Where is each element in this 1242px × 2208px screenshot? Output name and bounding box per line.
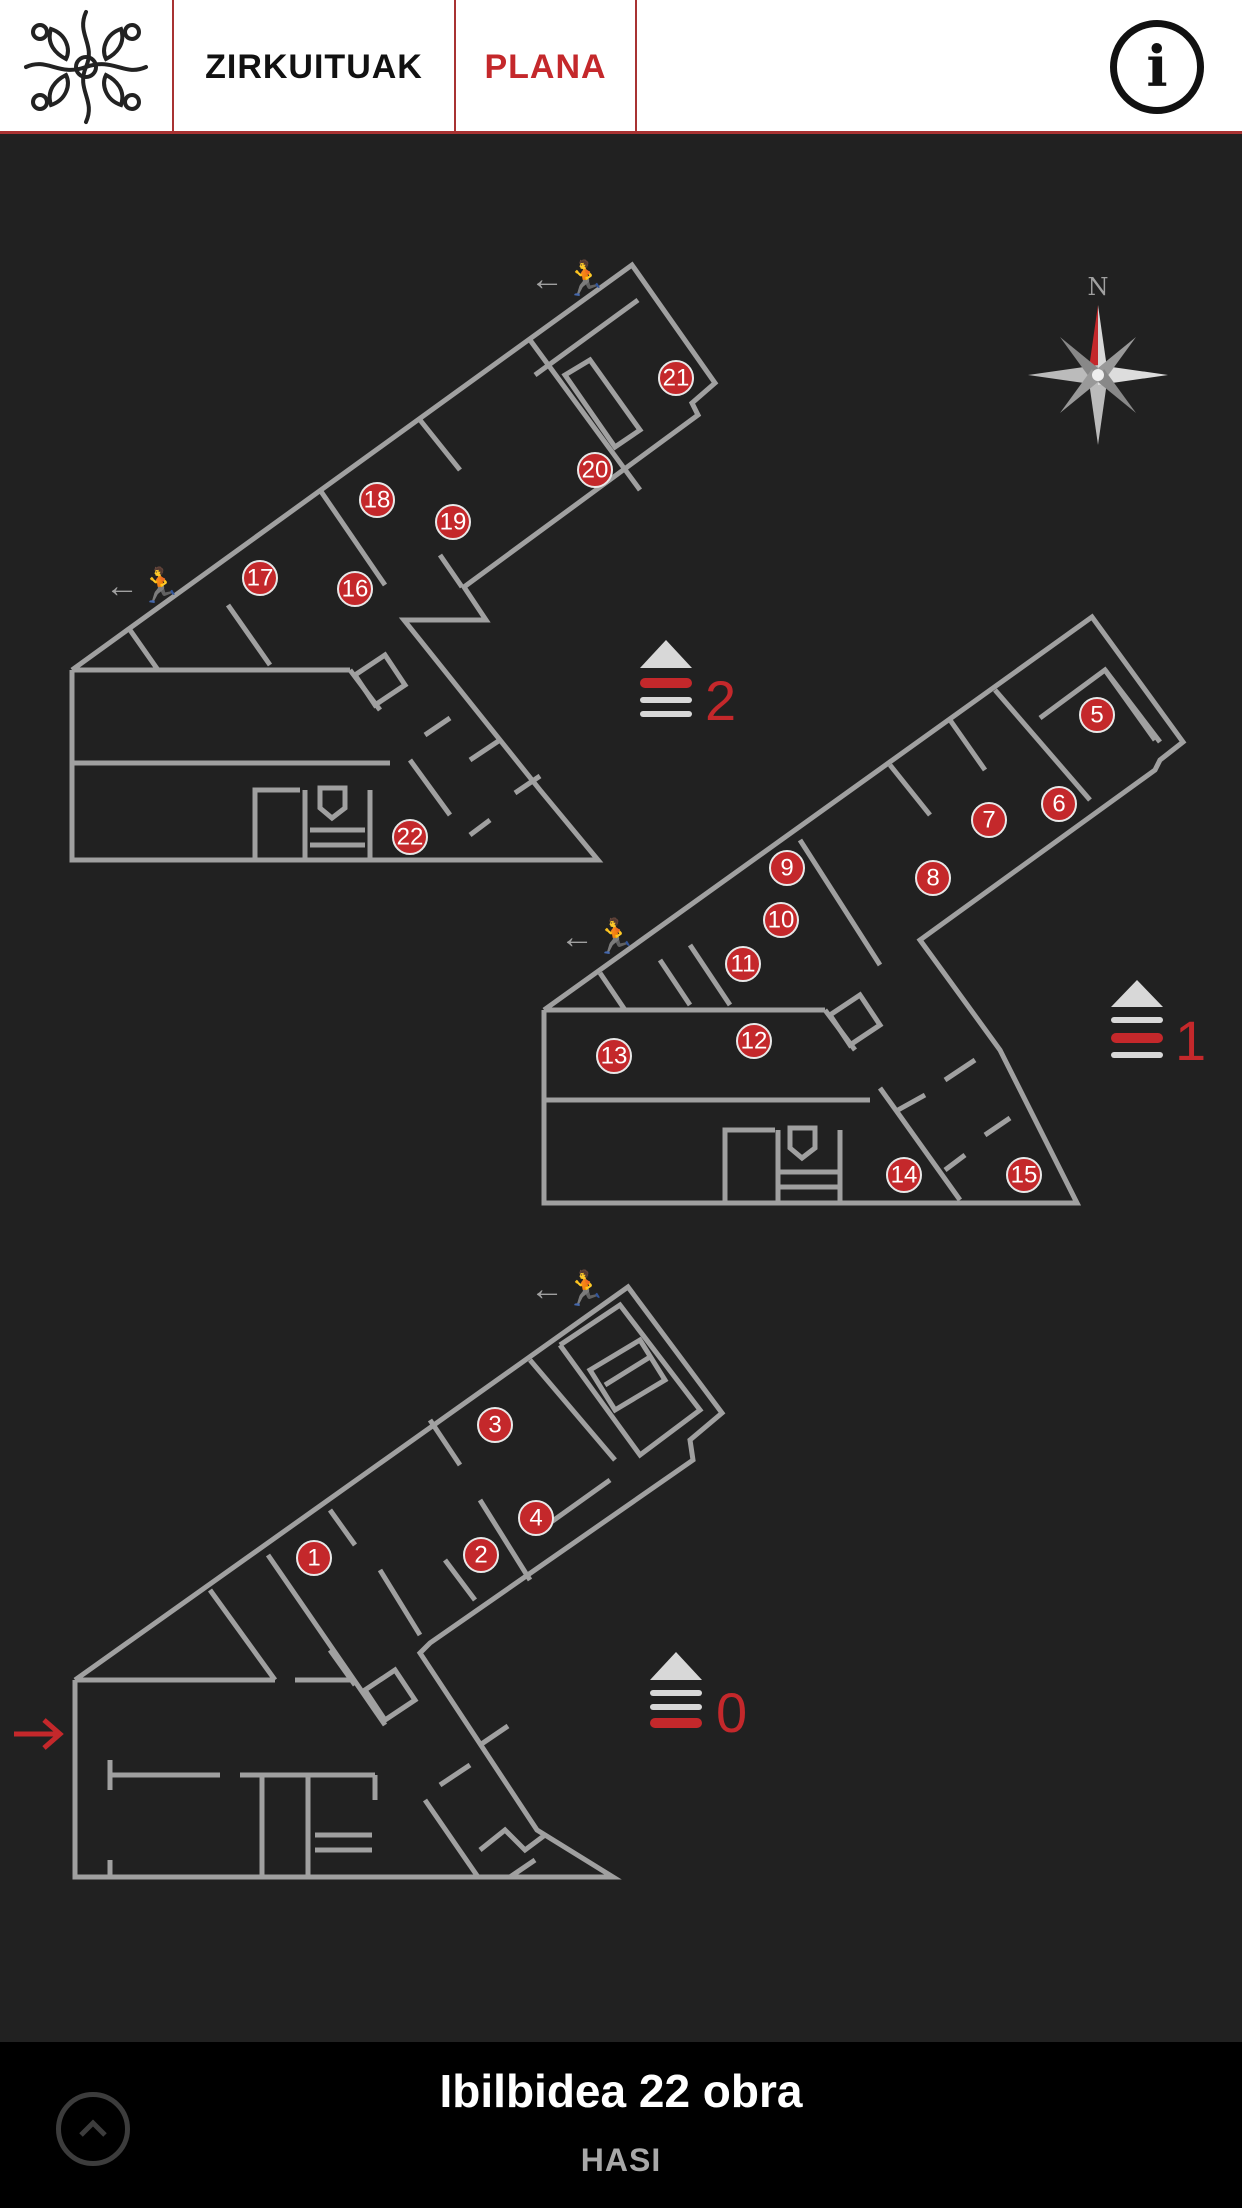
expand-button[interactable]	[56, 2092, 130, 2166]
entrance-arrow-icon	[14, 1718, 64, 1750]
svg-text:19: 19	[440, 509, 467, 536]
artwork-marker[interactable]: 18	[359, 482, 395, 518]
svg-text:22: 22	[397, 824, 424, 851]
artwork-marker[interactable]: 7	[971, 802, 1007, 838]
svg-text:12: 12	[741, 1028, 768, 1055]
floor-2-plan: 2 ←🏃 ←🏃	[69, 259, 736, 863]
logo[interactable]	[0, 0, 174, 134]
artwork-marker[interactable]: 17	[242, 560, 278, 596]
svg-text:13: 13	[601, 1043, 628, 1070]
svg-text:4: 4	[529, 1505, 542, 1532]
svg-text:9: 9	[780, 855, 793, 882]
artwork-marker[interactable]: 15	[1006, 1157, 1042, 1193]
svg-text:7: 7	[982, 807, 995, 834]
svg-text:17: 17	[247, 565, 274, 592]
svg-text:15: 15	[1011, 1162, 1038, 1189]
svg-text:2: 2	[474, 1542, 487, 1569]
floor-2-level-icon	[640, 640, 692, 717]
svg-text:11: 11	[731, 951, 756, 978]
tab-circuits[interactable]: ZIRKUITUAK	[174, 0, 456, 134]
compass-rose-icon: N	[1028, 273, 1168, 445]
floor-0-level-icon	[650, 1652, 702, 1728]
svg-text:8: 8	[926, 865, 939, 892]
artwork-marker[interactable]: 9	[769, 850, 805, 886]
floor-1-plan: 1 ←🏃	[541, 613, 1206, 1206]
svg-text:18: 18	[364, 487, 391, 514]
artwork-marker[interactable]: 13	[596, 1038, 632, 1074]
exit-icon: ←🏃	[530, 1269, 606, 1308]
chevron-up-icon	[79, 2119, 107, 2137]
artwork-marker[interactable]: 11	[725, 946, 761, 982]
artwork-marker[interactable]: 20	[577, 452, 613, 488]
start-button[interactable]: HASI	[580, 2142, 662, 2178]
floor-1-level-icon	[1111, 980, 1163, 1058]
svg-text:3: 3	[488, 1412, 501, 1439]
artwork-marker[interactable]: 1	[296, 1540, 332, 1576]
artwork-marker[interactable]: 16	[337, 571, 373, 607]
svg-text:16: 16	[342, 576, 369, 603]
svg-text:1: 1	[307, 1545, 320, 1572]
info-icon[interactable]: i	[1110, 20, 1204, 114]
artwork-marker[interactable]: 22	[392, 819, 428, 855]
svg-text:10: 10	[768, 907, 795, 934]
artwork-marker[interactable]: 2	[463, 1537, 499, 1573]
svg-text:14: 14	[891, 1162, 918, 1189]
route-footer: Ibilbidea 22 obra HASI	[0, 2042, 1242, 2208]
svg-text:5: 5	[1090, 702, 1103, 729]
floor-2-number: 2	[705, 669, 736, 732]
exit-icon: ←🏃	[530, 259, 606, 298]
artwork-marker[interactable]: 19	[435, 504, 471, 540]
tab-plan[interactable]: PLANA	[456, 0, 637, 134]
floor-0-plan: 0 ←🏃	[14, 1269, 747, 1880]
app-header: ZIRKUITUAK PLANA i	[0, 0, 1242, 134]
floor-1-number: 1	[1175, 1009, 1206, 1072]
artwork-marker[interactable]: 8	[915, 860, 951, 896]
artwork-marker[interactable]: 14	[886, 1157, 922, 1193]
artwork-marker[interactable]: 5	[1079, 697, 1115, 733]
ornament-logo-icon	[24, 10, 148, 124]
artwork-marker[interactable]: 4	[518, 1500, 554, 1536]
route-title: Ibilbidea 22 obra	[439, 2065, 803, 2117]
artwork-marker[interactable]: 12	[736, 1023, 772, 1059]
artwork-marker[interactable]: 6	[1041, 786, 1077, 822]
artwork-marker[interactable]: 3	[477, 1407, 513, 1443]
artwork-marker[interactable]: 10	[763, 902, 799, 938]
svg-text:20: 20	[582, 457, 609, 484]
svg-text:6: 6	[1052, 791, 1065, 818]
artwork-marker[interactable]: 21	[658, 360, 694, 396]
svg-text:21: 21	[663, 365, 690, 392]
floor-plan-map: N 2	[14, 259, 1206, 1880]
exit-icon: ←🏃	[105, 566, 181, 605]
exit-icon: ←🏃	[560, 917, 636, 956]
floor-0-number: 0	[716, 1681, 747, 1744]
compass-north-label: N	[1088, 273, 1109, 301]
